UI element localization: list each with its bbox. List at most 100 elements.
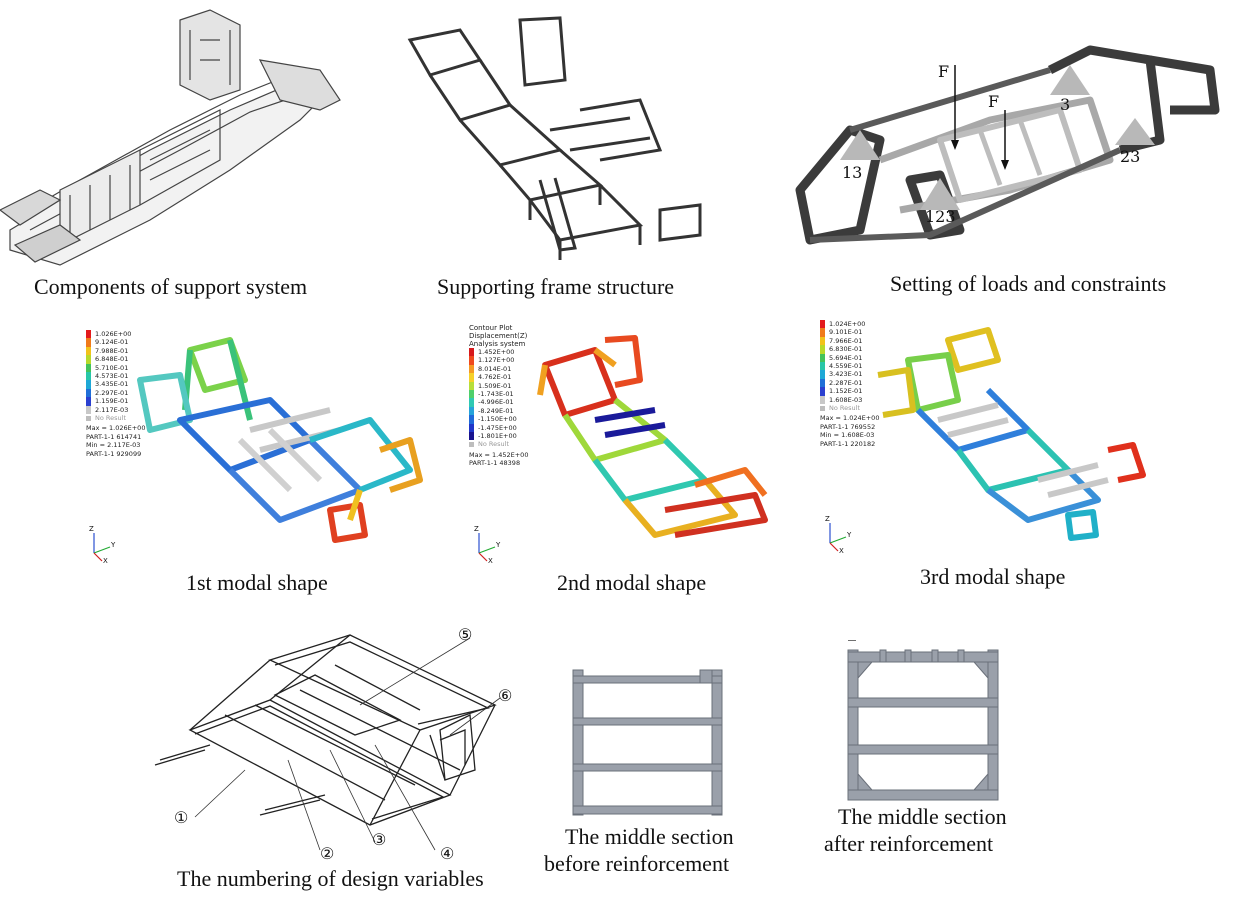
legend-value: -1.801E+00 [478,431,517,440]
panel-frame-structure: Supporting frame structure [400,0,730,300]
legend-row: 1.452E+00 [469,348,528,357]
legend-row: 1.159E-01 [86,397,145,406]
legend-value: -1.475E+00 [478,423,517,432]
legend-value: 1.026E+00 [95,330,132,338]
contour-legend-2: Contour Plot Displacement(Z) Analysis sy… [469,324,529,468]
legend-value: 4.762E-01 [478,373,512,382]
legend-swatch [820,395,825,404]
legend-swatch [86,338,91,347]
legend-row: -1.475E+00 [469,423,528,432]
legend-row: 1.127E+00 [469,356,528,365]
caption-modal-3: 3rd modal shape [920,564,1066,589]
legend-row: 2.117E-03 [86,405,145,414]
legend-swatch [86,397,91,406]
legend-row: 1.152E-01 [820,387,879,396]
legend-value: 2.297E-01 [95,388,129,397]
legend-value: 6.830E-01 [829,345,863,354]
legend-value: 3.435E-01 [95,380,129,389]
caption-loads-constraints: Setting of loads and constraints [890,271,1167,296]
legend-row: 4.573E-01 [86,371,145,381]
constraint-label-3: 3 [1060,95,1071,114]
legend-row: -8.249E-01 [469,406,528,416]
caption-modal-1: 1st modal shape [186,570,328,595]
legend-row: 9.124E-01 [86,338,145,347]
modal-shape-1-drawing [137,337,423,543]
legend-row: 4.559E-01 [820,361,879,371]
design-variable-3: ③ [372,830,387,849]
legend-value: 7.988E-01 [95,346,129,355]
design-variable-1: ① [174,808,189,827]
legend-row: 5.710E-01 [86,363,145,372]
middle-before-drawing [572,669,723,816]
legend-value: 3.423E-01 [829,370,863,379]
legend-swatch [820,378,825,388]
legend-swatch [86,355,91,364]
legend-swatch [469,364,474,374]
constraint-marker-23 [1115,118,1155,145]
legend-swatch [820,328,825,337]
legend-row: 8.014E-01 [469,364,528,374]
axis-triad-1: Z Y X [89,525,116,565]
legend-value: -1.743E-01 [478,389,514,398]
axis-triad-3: Z Y X [825,515,852,555]
legend-value: 4.573E-01 [95,371,129,380]
legend-row: 6.848E-01 [86,355,145,364]
legend-swatch [469,431,474,441]
legend-row: 1.608E-03 [820,395,879,404]
legend-value: 1.452E+00 [478,348,515,356]
constraint-label-123: 123 [925,207,956,226]
legend-row: 7.966E-01 [820,336,879,346]
legend-value: 6.848E-01 [95,355,129,364]
legend-swatch [86,371,91,381]
constraint-marker-13 [840,130,880,160]
constraint-marker-123 [920,178,960,210]
legend-value: 1.152E-01 [829,387,863,396]
caption-middle-after-2: after reinforcement [824,831,994,856]
load-label-f2: F [988,92,1000,111]
legend-swatch [469,356,474,365]
design-variable-4: ④ [440,844,455,863]
legend-swatch [820,336,825,346]
legend-value: 7.966E-01 [829,336,863,345]
legend-row: 3.423E-01 [820,370,879,379]
support-system-drawing [0,9,341,266]
legend-row: -1.150E+00 [469,415,528,424]
modal-shape-2-drawing [537,335,768,538]
legend-swatch [820,353,825,362]
legend-swatch [86,388,91,398]
legend-value: 1.509E-01 [478,381,512,390]
legend-swatch [469,348,474,357]
legend-swatch [820,361,825,371]
design-variable-2: ② [320,844,335,863]
loads-constraints-drawing [795,45,1220,245]
panel-modal-2: Contour Plot Displacement(Z) Analysis sy… [465,320,795,600]
panel-middle-after: _ The middle section after reinforcement [820,622,1060,860]
legend-value: 8.014E-01 [478,364,512,373]
design-variable-5: ⑤ [458,625,473,644]
legend-value: 1.159E-01 [95,397,129,406]
legend-row: 2.297E-01 [86,388,145,398]
legend-row: 1.509E-01 [469,381,528,390]
legend-value: 1.127E+00 [478,356,515,365]
legend-row: -1.743E-01 [469,389,528,399]
constraint-marker-3 [1050,65,1090,95]
legend-swatch [469,415,474,424]
constraint-label-23: 23 [1120,147,1141,166]
legend-swatch [86,346,91,356]
legend-row: 2.287E-01 [820,378,879,388]
panel-middle-before: The middle section before reinforcement [540,660,770,890]
legend-value: 2.287E-01 [829,378,863,387]
legend-swatch [469,381,474,390]
legend-row: 3.435E-01 [86,380,145,389]
legend-swatch [86,363,91,372]
legend-row: -4.996E-01 [469,398,528,407]
legend-row: 1.026E+00 [86,330,145,339]
legend-swatch [469,389,474,399]
caption-support-components: Components of support system [34,274,308,299]
caption-design-variables: The numbering of design variables [177,866,484,891]
legend-value: 1.608E-03 [829,395,863,404]
